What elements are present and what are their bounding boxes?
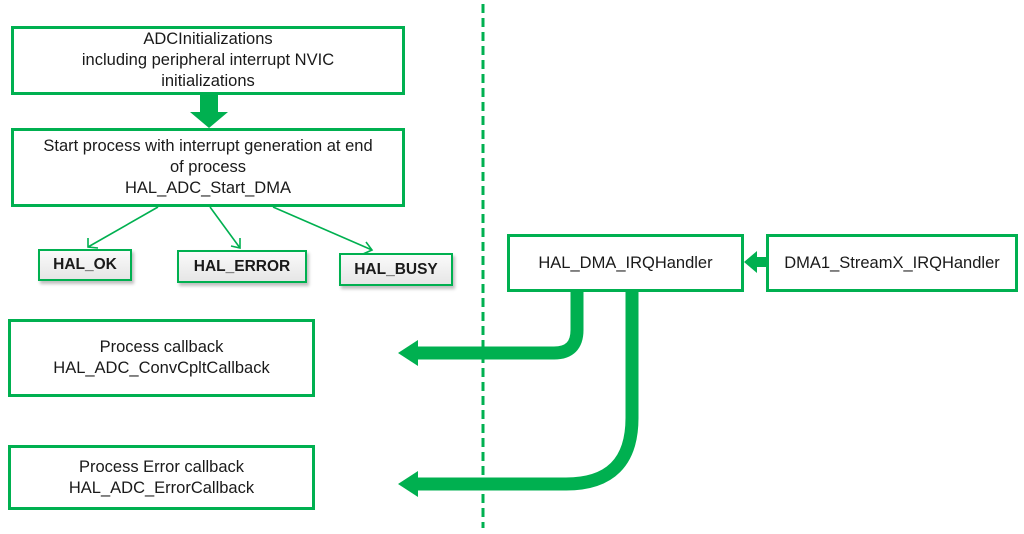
adc-init-box: ADCInitializations including peripheral … — [11, 26, 405, 95]
hal-busy-box: HAL_BUSY — [339, 253, 453, 286]
process-callback-line-2: HAL_ADC_ConvCpltCallback — [53, 359, 270, 377]
hal-dma-irqhandler-label: HAL_DMA_IRQHandler — [538, 253, 713, 272]
adc-init-line-3: initializations — [161, 72, 255, 90]
adc-init-line-2: including peripheral interrupt NVIC — [81, 51, 335, 69]
adc-init-line-1: ADCInitializations — [143, 30, 273, 48]
arrow-to-hal-error — [209, 206, 241, 249]
dma-to-error-callback-arrow — [398, 291, 639, 497]
start-process-line-1: Start process with interrupt generation … — [43, 137, 373, 155]
start-process-line-2: of process — [169, 158, 247, 176]
hal-error-box: HAL_ERROR — [177, 250, 307, 283]
start-process-line-3: HAL_ADC_Start_DMA — [125, 179, 291, 197]
dma1-streamx-irqhandler-box: DMA1_StreamX_IRQHandler — [766, 234, 1018, 292]
init-to-start-arrow — [190, 90, 228, 128]
process-callback-line-1: Process callback — [99, 338, 224, 356]
hal-busy-label: HAL_BUSY — [354, 260, 438, 278]
start-process-box: Start process with interrupt generation … — [11, 128, 405, 207]
arrow-to-hal-busy — [272, 206, 373, 251]
hal-ok-box: HAL_OK — [38, 249, 132, 281]
hal-dma-irqhandler-box: HAL_DMA_IRQHandler — [507, 234, 744, 292]
process-error-callback-line-1: Process Error callback — [78, 457, 245, 476]
hal-ok-label: HAL_OK — [53, 256, 117, 273]
arrow-to-hal-ok — [87, 206, 159, 248]
dma-to-callback-arrow — [398, 291, 584, 366]
process-error-callback-line-2: HAL_ADC_ErrorCallback — [68, 478, 255, 497]
return-arrows — [87, 206, 374, 255]
process-callback-box: Process callback HAL_ADC_ConvCpltCallbac… — [8, 319, 315, 397]
stream-to-dma-arrow — [744, 251, 769, 273]
process-error-callback-box: Process Error callback HAL_ADC_ErrorCall… — [8, 445, 315, 510]
dma1-streamx-irqhandler-label: DMA1_StreamX_IRQHandler — [784, 253, 1000, 272]
hal-error-label: HAL_ERROR — [193, 257, 291, 275]
